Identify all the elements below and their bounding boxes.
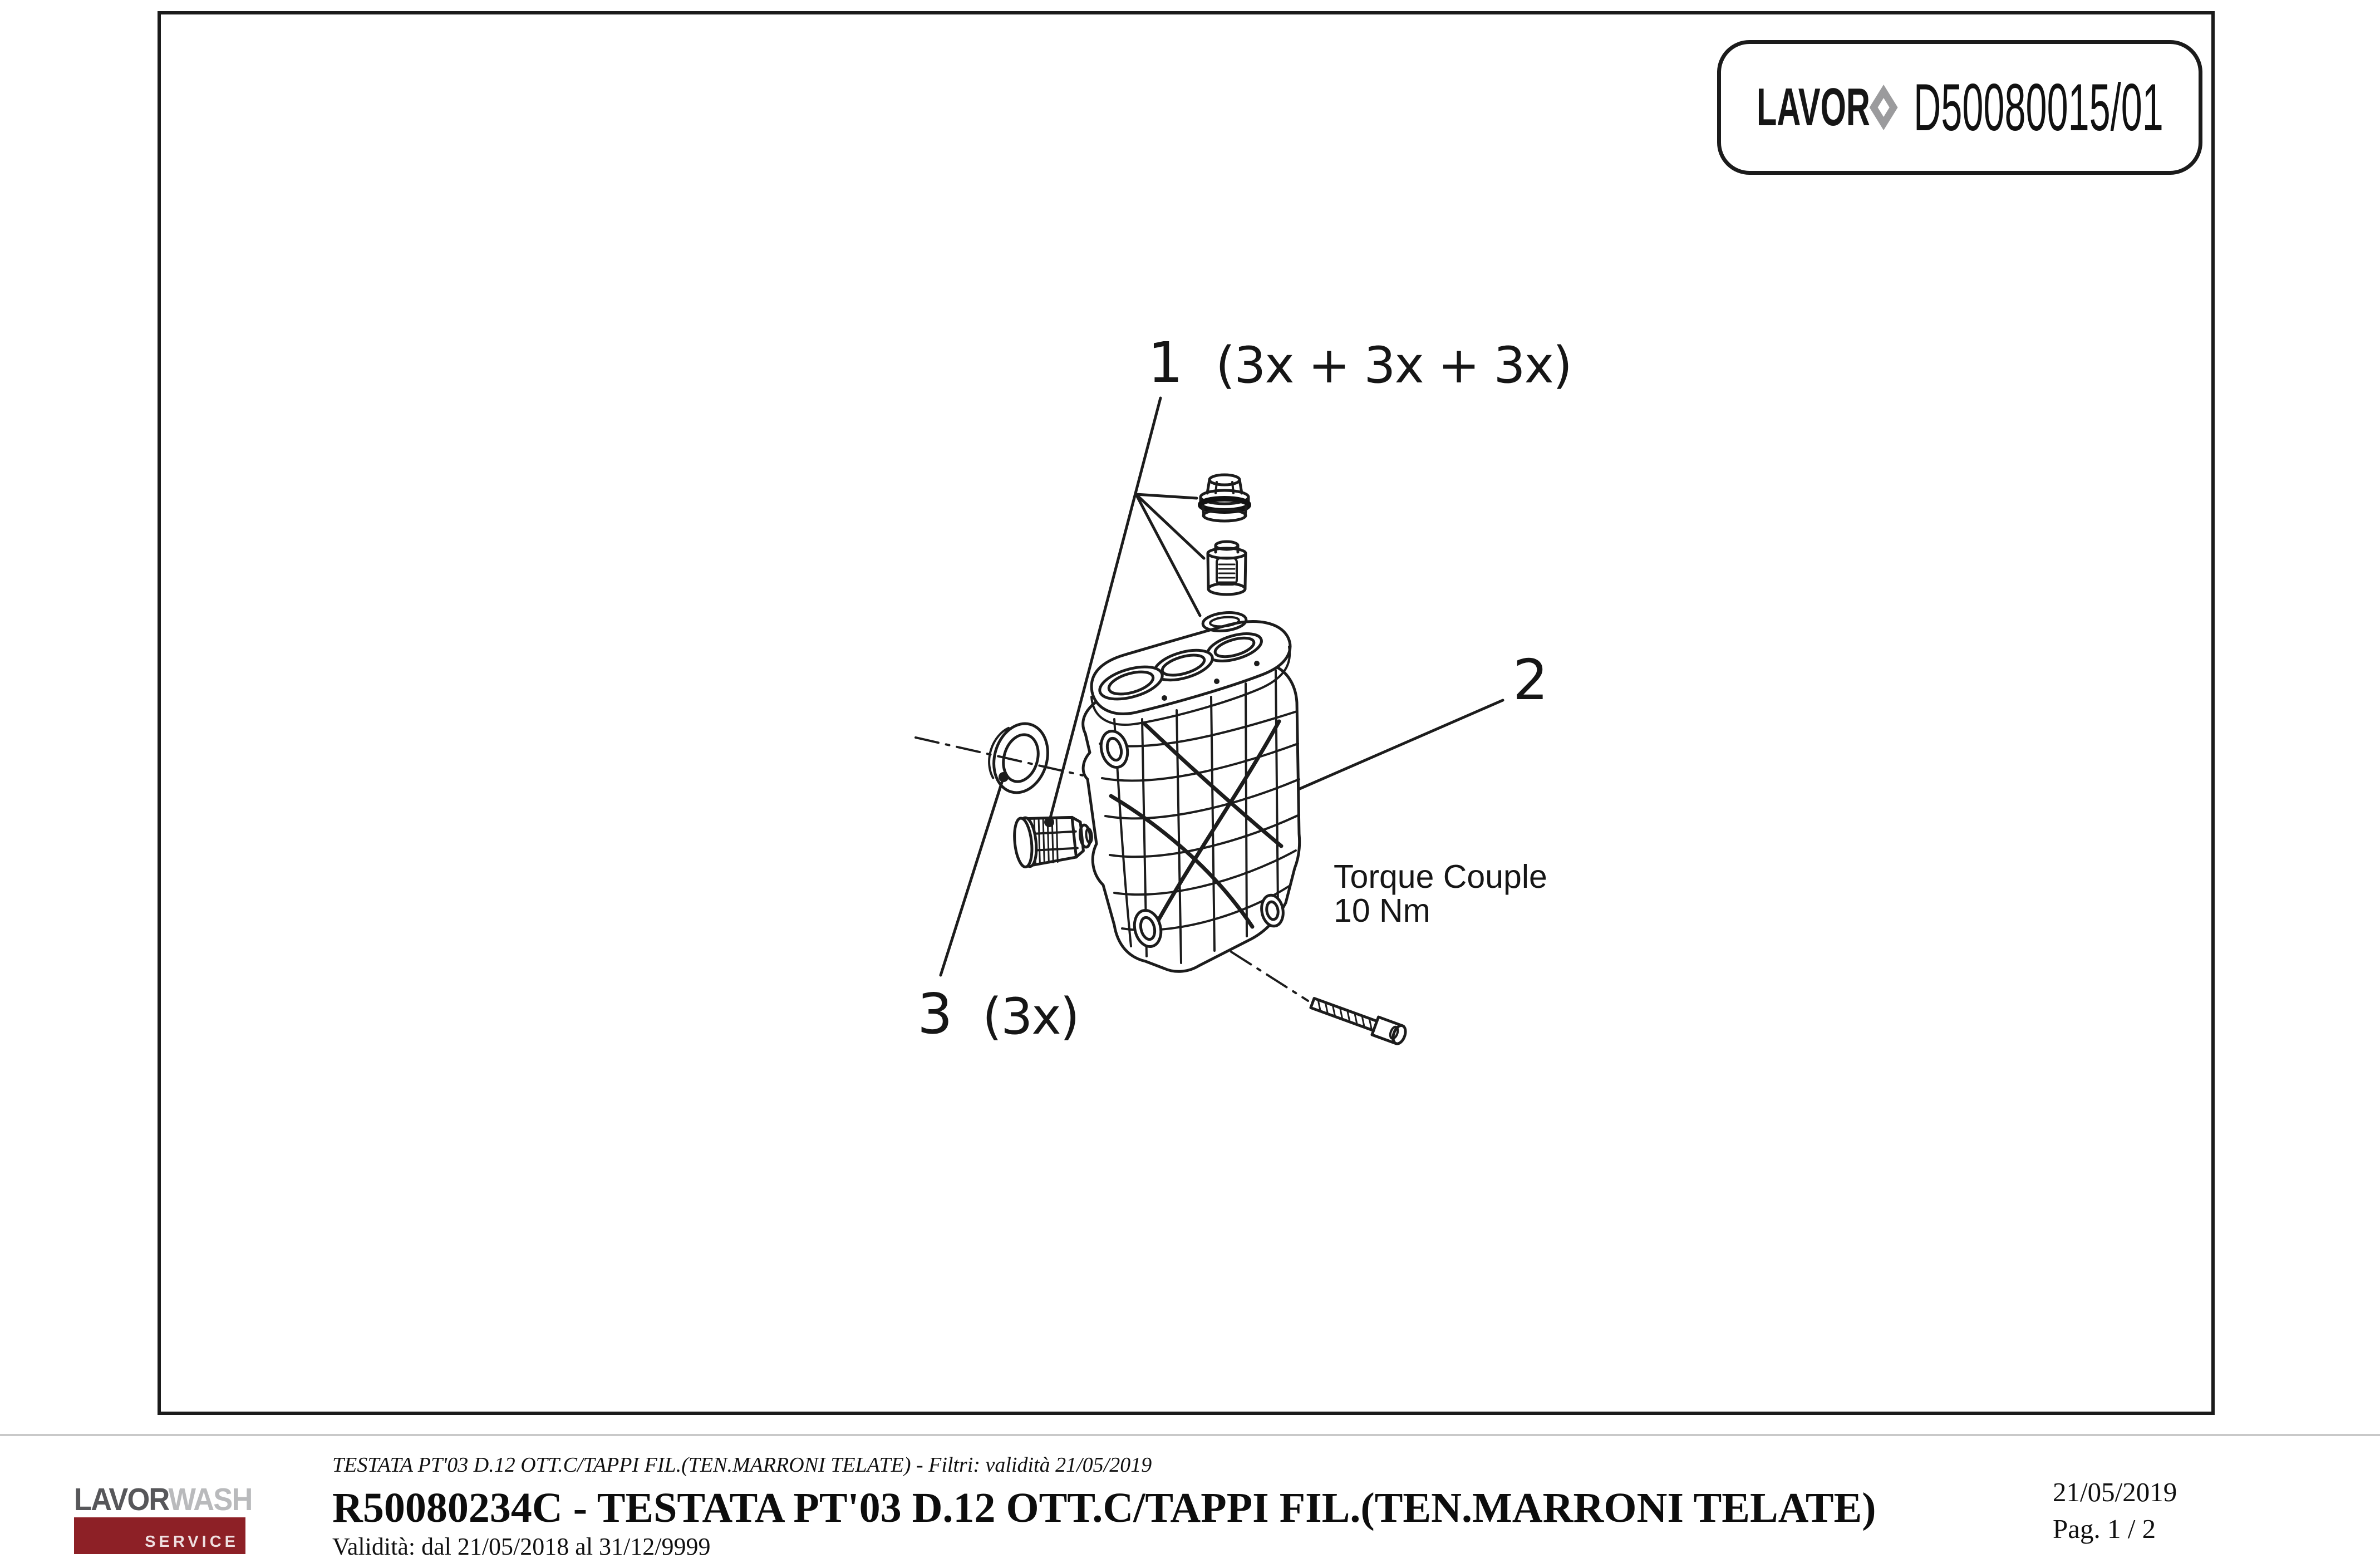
pump-head-cross-braces [1109,719,1284,942]
lavorwash-wordmark-lavor: LAVOR [74,1482,169,1517]
service-banner: SERVICE [74,1517,245,1554]
callout-2-number: 2 [1513,647,1548,712]
lavor-logo: LAVOR [1757,77,1898,138]
hex-plug-drawing [1013,815,1093,869]
callout-1-number: 1 [1148,330,1183,395]
document-title: R50080234C - TESTATA PT'03 D.12 OTT.C/TA… [332,1485,1876,1531]
seal-ring-drawing [988,722,1049,794]
footer-filter-line: TESTATA PT'03 D.12 OTT.C/TAPPI FIL.(TEN.… [332,1453,1152,1477]
drawing-code-box: LAVOR D50080015/01 [1717,40,2202,175]
centerline-seal-axis [914,736,1084,776]
lavorwash-wordmark-wash: WASH [168,1482,253,1517]
torque-note: Torque Couple 10 Nm [1334,858,1547,929]
pump-head-mount-holes [1099,730,1285,948]
bolt-drawing [1309,997,1407,1045]
lavor-logo-text: LAVOR [1757,77,1870,137]
bolt-threads [1317,999,1373,1030]
page-number: Pag. 1 / 2 [2053,1513,2156,1544]
centerline-bolt-axis [1230,951,1309,1002]
validity-line: Validità: dal 21/05/2018 al 31/12/9999 [332,1533,711,1560]
callout-1-quantity: (3x + 3x + 3x) [1216,336,1572,395]
footer-divider [0,1434,2380,1436]
service-banner-label: SERVICE [145,1533,239,1551]
pump-head-drawing [1081,620,1301,973]
valve-spring [1218,563,1236,583]
pump-head-ports [1098,632,1263,701]
lavorwash-wordmark: LAVORWASH [74,1482,253,1517]
cap-plug-drawing [1198,473,1251,523]
o-ring-drawing [1201,611,1248,632]
print-date: 21/05/2019 [2053,1477,2177,1507]
callout-3-number: 3 [917,981,953,1046]
lavorwash-service-logo: LAVORWASH SERVICE [74,1482,253,1554]
callout-3-quantity: (3x) [982,987,1080,1046]
valve-cartridge-drawing [1206,540,1247,596]
drawing-code: D50080015/01 [1913,70,2163,145]
